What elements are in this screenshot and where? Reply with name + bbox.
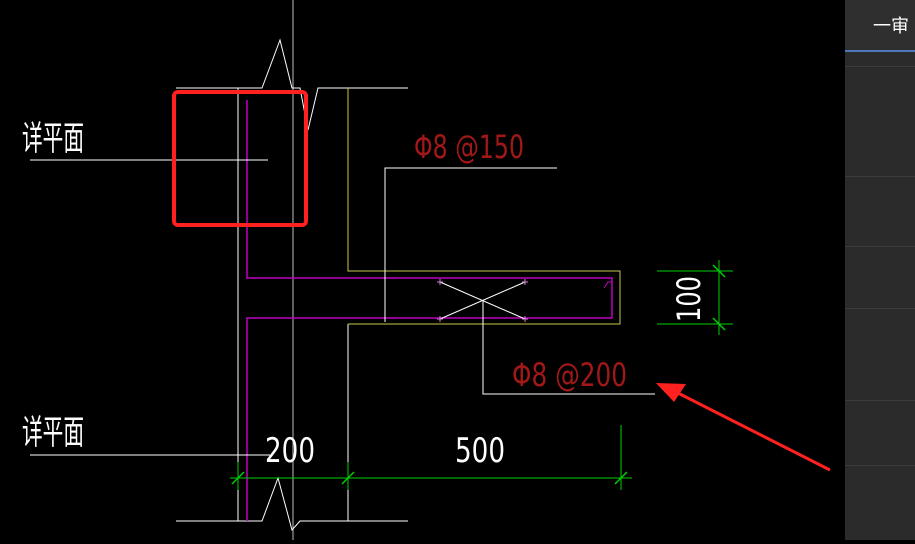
side-rule <box>845 246 915 247</box>
tab-review-label: 一审 <box>873 16 909 37</box>
side-rule <box>845 308 915 309</box>
annotation-arrow-line <box>671 388 831 472</box>
leader-top <box>384 167 557 322</box>
label-detail-plan-bottom: 详平面 <box>22 413 84 453</box>
side-rule <box>845 176 915 177</box>
side-rule <box>845 400 915 401</box>
rebar-hook <box>603 281 612 289</box>
side-rule <box>845 66 915 67</box>
label-detail-plan-top: 详平面 <box>22 119 84 159</box>
cad-drawing: 详平面 详平面 Φ8 @150 Φ8 @200 100 200 500 <box>22 0 831 540</box>
dim-text-vertical: 100 <box>670 276 708 322</box>
rebar-annotation-bottom: Φ8 @200 <box>512 356 627 394</box>
annotation-arrow-head <box>656 383 686 402</box>
dim-text-left: 200 <box>265 431 315 471</box>
rebar-points <box>437 279 528 322</box>
cad-canvas[interactable]: 详平面 详平面 Φ8 @150 Φ8 @200 100 200 500 <box>0 0 845 540</box>
side-rule <box>845 465 915 466</box>
side-panel: 一审 <box>845 0 915 540</box>
dim-text-right: 500 <box>455 431 505 471</box>
highlight-box <box>172 90 308 227</box>
break-line-top <box>176 38 408 131</box>
tab-review[interactable]: 一审 <box>845 0 915 52</box>
break-line-bottom <box>176 476 408 532</box>
rebar-annotation-top: Φ8 @150 <box>414 128 524 166</box>
rebar-outline <box>246 100 613 521</box>
slab-outline <box>347 88 621 325</box>
leader-bottom <box>482 300 655 395</box>
